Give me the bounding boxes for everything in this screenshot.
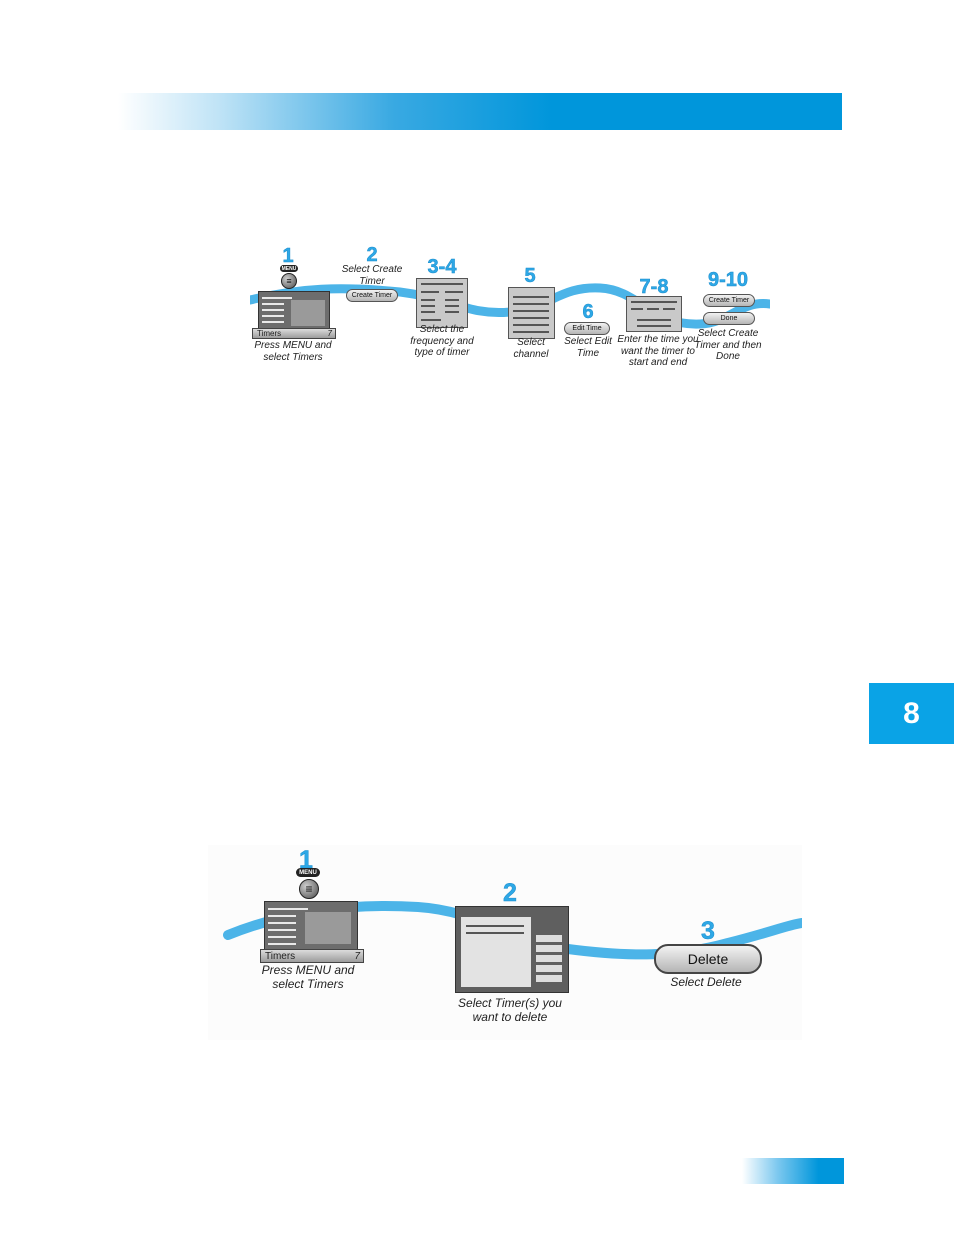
step-5-number: 5 [524,265,536,288]
step-1-caption: Press MENU and select Timers [254,340,332,363]
step-5-caption: Select channel [513,337,549,360]
step-7-8-number: 7-8 [639,276,669,299]
timers-menu-item: Timers 7 [252,328,336,339]
step-3-4-caption: Select the frequency and type of timer [410,324,474,358]
menu-button-label: MENU [280,265,298,272]
frequency-type-screen [416,278,468,328]
delete-timers-label: Timers [265,950,296,962]
channel-list-screen [508,287,555,339]
delete-step-1-number: 1 [299,846,313,875]
header-bar [118,93,842,130]
step-9-10-caption: Select Create Timer and then Done [694,328,762,362]
step-2-caption: Select Create Timer [341,264,403,287]
delete-button[interactable]: Delete [654,944,762,974]
step-6-caption: Select Edit Time [564,336,612,359]
step-9-10-number: 9-10 [707,269,749,292]
menu-icon: ≡ [281,273,297,289]
delete-step-3-number: 3 [701,917,715,946]
delete-menu-icon: ≡ [299,879,319,899]
create-timer-final-button[interactable]: Create Timer [703,294,755,307]
timer-list-screen [455,906,569,993]
footer-bar [742,1158,844,1184]
step-2-number: 2 [366,244,378,267]
step-6-number: 6 [582,301,594,324]
create-timer-diagram: 1 MENU ≡ Timers 7 Press MENU and select … [250,228,770,378]
delete-menu-button-label: MENU [296,868,320,877]
delete-step-2-caption: Select Timer(s) you want to delete [458,996,562,1024]
delete-timers-menu-item: Timers 7 [260,949,364,963]
delete-timers-menu-number: 7 [354,950,360,962]
timers-menu-number: 7 [327,329,332,338]
step-3-4-number: 3-4 [427,256,457,279]
delete-timer-diagram: 1 MENU ≡ Timers 7 Press MENU and select … [208,845,802,1040]
done-button[interactable]: Done [703,312,755,325]
delete-step-1-caption: Press MENU and select Timers [261,963,355,991]
step-7-8-caption: Enter the time you want the timer to sta… [617,334,699,368]
edit-time-button[interactable]: Edit Time [564,322,610,335]
time-entry-screen [626,296,682,332]
delete-step-3-caption: Select Delete [670,975,742,989]
chapter-number: 8 [903,696,920,730]
chapter-tab: 8 [869,683,954,744]
timers-label: Timers [257,329,282,338]
main-menu-screen [258,291,330,331]
step-1-number: 1 [282,245,294,268]
delete-step-2-number: 2 [503,879,517,908]
delete-main-menu-screen [264,901,358,951]
create-timer-button[interactable]: Create Timer [346,289,398,302]
